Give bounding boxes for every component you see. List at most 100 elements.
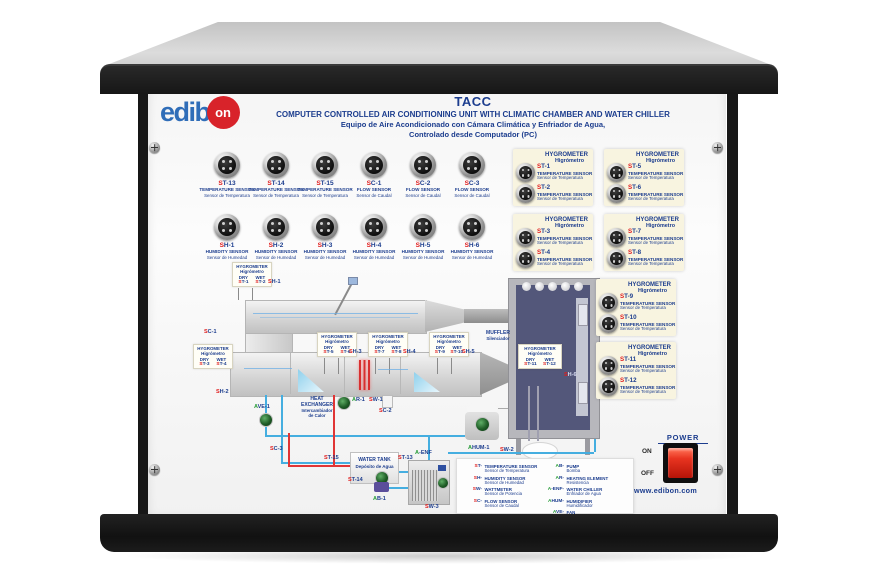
chilled-water-pipe xyxy=(397,471,408,473)
din-connector-icon[interactable] xyxy=(599,314,618,333)
din-connector-icon[interactable] xyxy=(214,214,240,240)
sensor-name-en: TEMPERATURE SENSOR xyxy=(628,256,684,262)
tag-title: HYGROMETER xyxy=(321,334,353,339)
sensor-code: ST-5 xyxy=(628,163,642,171)
diagram-label-sw1: SW-1 xyxy=(369,397,383,403)
tag-subtitle: Higrómetro xyxy=(437,339,461,345)
din-connector-icon[interactable] xyxy=(459,214,485,240)
din-connector-icon[interactable] xyxy=(607,249,626,268)
din-connector-icon[interactable] xyxy=(263,214,289,240)
sensor-probe xyxy=(389,358,390,374)
din-connector-icon[interactable] xyxy=(516,228,535,247)
din-connector-icon[interactable] xyxy=(599,293,618,312)
top-duct-taper xyxy=(425,300,465,332)
sensor-name-en: HUMIDITY SENSOR xyxy=(205,249,249,255)
card-title: HYGROMETER xyxy=(544,152,588,158)
sensor-name-es: Sensor de Humedad xyxy=(451,254,493,260)
chamber-rack-box xyxy=(578,304,588,326)
din-connector-icon[interactable] xyxy=(599,356,618,375)
din-connector-icon[interactable] xyxy=(312,152,338,178)
connector-pins xyxy=(604,361,613,370)
chamber-drain-pipe xyxy=(528,386,530,441)
duct-seam xyxy=(400,353,401,394)
sensor-code: ST-4 xyxy=(216,361,227,367)
din-connector-icon[interactable] xyxy=(361,152,387,178)
connector-pins xyxy=(320,160,330,170)
card-title: HYGROMETER xyxy=(627,345,671,351)
cabinet-top-surface xyxy=(104,22,774,66)
card-title: HYGROMETER xyxy=(627,282,671,288)
sensor-name-es: Sensor de Humedad xyxy=(353,254,395,260)
din-connector-icon[interactable] xyxy=(607,163,626,182)
sensor-name-es: Sensor de Temperatura xyxy=(537,240,583,245)
din-connector-icon[interactable] xyxy=(516,163,535,182)
sensor-name-en: TEMPERATURE SENSOR xyxy=(297,187,353,193)
diagram-label-sc3: SC-3 xyxy=(270,446,283,452)
card-subtitle: Higrómetro xyxy=(645,222,675,229)
water-chiller xyxy=(408,460,450,505)
duct-seam xyxy=(344,353,345,394)
card-title: HYGROMETER xyxy=(635,217,679,223)
din-connector-icon[interactable] xyxy=(459,152,485,178)
din-connector-icon[interactable] xyxy=(516,249,535,268)
connector-pins xyxy=(604,298,613,307)
sensor-name-en: TEMPERATURE SENSOR xyxy=(628,235,684,241)
din-connector-icon[interactable] xyxy=(516,184,535,203)
power-rocker-icon[interactable] xyxy=(668,448,693,478)
card-subtitle: Higrómetro xyxy=(637,350,667,357)
din-connector-icon[interactable] xyxy=(410,214,436,240)
humidifier-knob-icon xyxy=(475,417,490,432)
din-connector-icon[interactable] xyxy=(607,184,626,203)
sensor-name-es: Sensor de Caudal xyxy=(454,192,490,198)
sensor-name-es: Sensor de Temperatura xyxy=(204,192,250,198)
sensor-code: ST-12 xyxy=(543,361,556,367)
connector-pins xyxy=(369,160,379,170)
connector-pins xyxy=(521,233,530,242)
tag-subtitle: Higrómetro xyxy=(325,339,349,345)
connector-pins xyxy=(418,160,428,170)
din-connector-icon[interactable] xyxy=(410,152,436,178)
din-connector-icon[interactable] xyxy=(263,152,289,178)
sensor-code: ST-4 xyxy=(537,249,551,257)
power-switch[interactable] xyxy=(663,443,698,483)
duct-seam xyxy=(290,353,291,394)
din-connector-icon[interactable] xyxy=(312,214,338,240)
tag-title: HYGROMETER xyxy=(236,264,268,269)
airflow-line xyxy=(244,368,292,369)
sensor-code: SH-2 xyxy=(268,242,284,249)
sensor-probe xyxy=(238,288,239,300)
din-connector-icon[interactable] xyxy=(599,377,618,396)
sensor-name-en: FLOW SENSOR xyxy=(356,187,392,193)
din-connector-icon[interactable] xyxy=(607,228,626,247)
dry-label: DRY xyxy=(374,344,384,350)
sensor-name-es: Sensor de Temperatura xyxy=(537,196,583,201)
din-connector-icon[interactable] xyxy=(214,152,240,178)
logo-circle-icon: on xyxy=(206,96,240,129)
din-connector-icon[interactable] xyxy=(361,214,387,240)
sensor-name-en: TEMPERATURE SENSOR xyxy=(628,170,684,176)
on-label: ON xyxy=(642,448,652,455)
diagram-label-ahum1: AHUM-1 xyxy=(468,445,490,451)
connector-pins xyxy=(604,319,613,328)
